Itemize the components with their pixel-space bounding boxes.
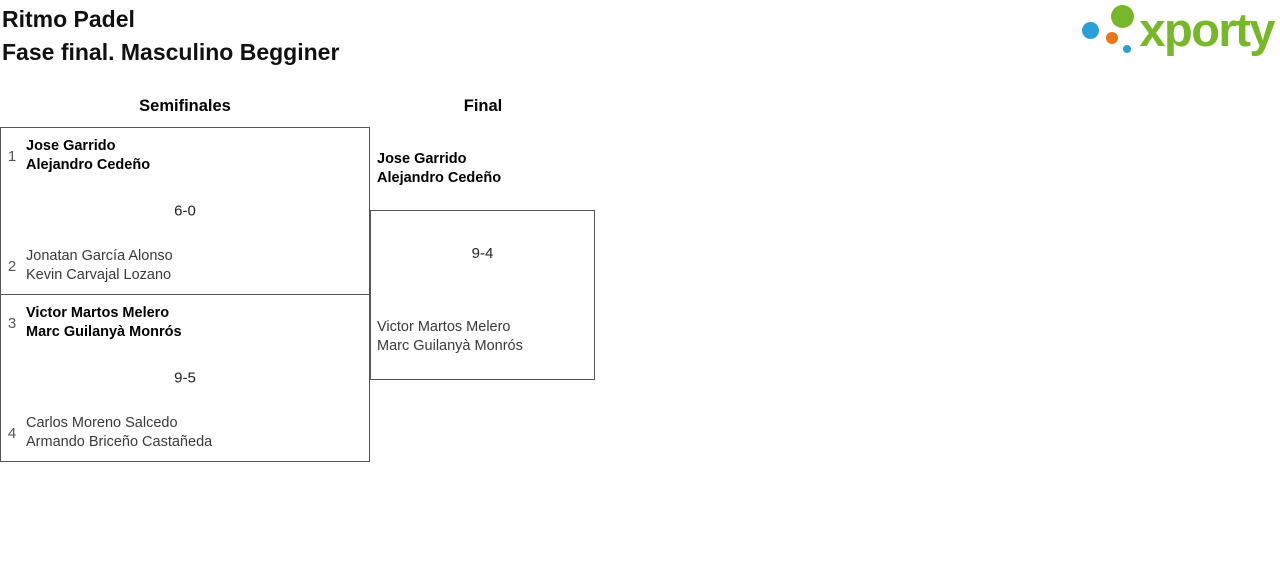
logo-dot-green-icon	[1111, 5, 1135, 28]
player-name: Jonatan García Alonso	[26, 248, 173, 264]
final-team-2: Victor Martos Melero Marc Guilanyà Monró…	[377, 318, 523, 356]
player-name: Alejandro Cedeño	[26, 157, 151, 173]
logo-dot-small-icon	[1123, 45, 1132, 53]
page-header: Ritmo Padel Fase final. Masculino Beggin…	[2, 3, 339, 69]
logo-dot-blue-icon	[1082, 22, 1100, 39]
player-name: Victor Martos Melero	[377, 319, 511, 335]
player-name: Carlos Moreno Salcedo	[26, 415, 178, 431]
round-header-semifinales: Semifinales	[139, 97, 231, 115]
semifinal-match-2: 3 Victor Martos Melero Marc Guilanyà Mon…	[0, 294, 370, 462]
seed-number: 1	[7, 147, 17, 165]
team-players: Carlos Moreno Salcedo Armando Briceño Ca…	[26, 414, 212, 452]
player-name: Alejandro Cedeño	[377, 170, 502, 186]
semifinal-1-team-1: 1 Jose Garrido Alejandro Cedeño	[6, 137, 150, 175]
semifinal-2-team-1: 3 Victor Martos Melero Marc Guilanyà Mon…	[6, 304, 182, 342]
player-name: Marc Guilanyà Monrós	[26, 324, 182, 340]
logo-dot-orange-icon	[1106, 32, 1119, 44]
logo-wordmark: xporty	[1139, 3, 1275, 56]
match-score: 6-0	[174, 202, 196, 220]
player-name: Jose Garrido	[377, 151, 467, 167]
semifinal-1-team-2: 2 Jonatan García Alonso Kevin Carvajal L…	[6, 247, 173, 285]
match-score: 9-5	[174, 369, 196, 387]
page-subtitle: Fase final. Masculino Begginer	[2, 39, 340, 65]
semifinal-match-1: 1 Jose Garrido Alejandro Cedeño 6-0 2 Jo…	[0, 127, 370, 295]
team-players: Jose Garrido Alejandro Cedeño	[26, 137, 150, 175]
seed-number: 4	[7, 424, 17, 442]
final-team-1: Jose Garrido Alejandro Cedeño	[377, 150, 501, 188]
semifinal-2-team-2: 4 Carlos Moreno Salcedo Armando Briceño …	[6, 414, 212, 452]
player-name: Kevin Carvajal Lozano	[26, 267, 172, 283]
player-name: Jose Garrido	[26, 138, 116, 154]
team-players: Victor Martos Melero Marc Guilanyà Monró…	[26, 304, 182, 342]
page-title: Ritmo Padel	[2, 6, 135, 32]
logo-dots-icon	[1081, 3, 1137, 59]
player-name: Victor Martos Melero	[26, 305, 170, 321]
xporty-logo: xporty	[1081, 3, 1275, 59]
final-match-box	[370, 210, 595, 380]
final-score: 9-4	[471, 245, 494, 262]
player-name: Armando Briceño Castañeda	[26, 434, 213, 450]
player-name: Marc Guilanyà Monrós	[377, 338, 523, 354]
seed-number: 3	[7, 314, 17, 332]
round-header-final: Final	[463, 97, 503, 115]
seed-number: 2	[7, 257, 17, 275]
team-players: Jonatan García Alonso Kevin Carvajal Loz…	[26, 247, 173, 285]
